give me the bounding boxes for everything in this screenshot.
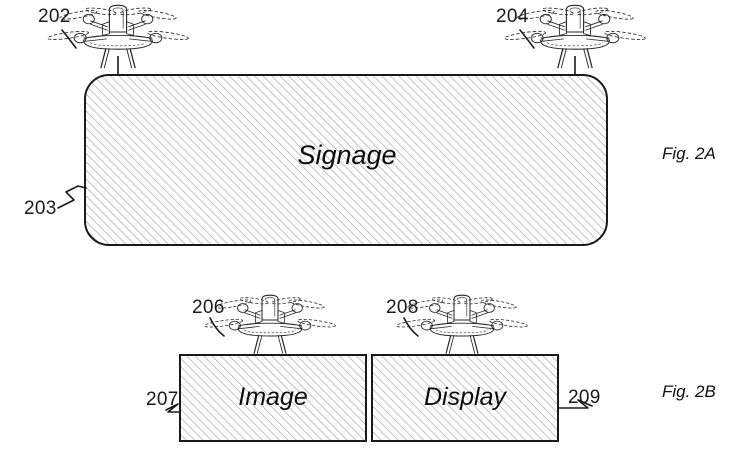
figure-caption-2b: Fig. 2B [662,382,716,401]
leader-line-204 [519,29,535,49]
leader-line-206 [209,317,225,337]
reference-numeral-204: 204 [496,6,529,27]
display-panel-label: Display [424,383,506,411]
leader-line-203 [57,185,87,209]
reference-numeral-208: 208 [386,297,419,318]
leader-line-202 [61,29,77,49]
image-panel-label: Image [238,383,308,411]
reference-numeral-202: 202 [38,6,71,27]
reference-numeral-209: 209 [568,387,601,408]
signage-panel-label: Signage [297,140,397,170]
signage-panel [84,74,608,246]
figure-2a-group [46,4,647,246]
figure-caption-2a: Fig. 2A [662,144,716,163]
reference-numeral-206: 206 [192,297,225,318]
figure-2b-group [165,294,593,442]
reference-numeral-207: 207 [146,389,179,410]
leader-line-209 [557,399,593,409]
reference-numeral-203: 203 [24,198,57,219]
display-panel [371,354,559,442]
leader-line-208 [403,317,419,337]
leader-line-207 [165,403,181,413]
image-panel [179,354,367,442]
